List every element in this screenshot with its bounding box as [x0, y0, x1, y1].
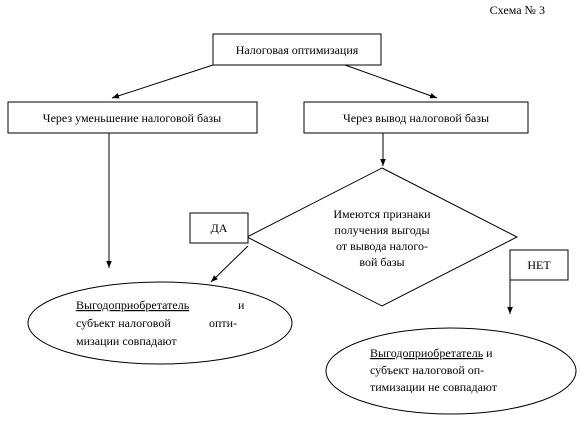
result-match-line-2: субъект налоговой опти-: [76, 316, 237, 330]
no-label-node: НЕТ: [509, 249, 569, 281]
arrow-root-to-left: [111, 64, 214, 99]
decision-line-2: получения выгоды: [334, 223, 429, 237]
right-branch-label: Через вывод налоговой базы: [343, 111, 489, 125]
decision-line-4: вой базы: [359, 255, 404, 269]
left-branch-label: Через уменьшение налоговой базы: [43, 111, 221, 125]
result-match-line-3: мизации совпадают: [76, 334, 177, 348]
scheme-label: Схема № 3: [490, 3, 545, 17]
decision-line-1: Имеются признаки: [333, 207, 431, 221]
no-label: НЕТ: [527, 258, 551, 272]
yes-label-node: ДА: [189, 212, 249, 244]
arrow-yes-to-result: [210, 245, 249, 283]
result-nomatch-node: Выгодоприобретатель и субъект налоговой …: [325, 327, 577, 415]
yes-label: ДА: [211, 221, 228, 235]
result-match-line-1: Выгодоприобретатель и: [76, 298, 245, 312]
right-branch-node: Через вывод налоговой базы: [303, 101, 529, 134]
result-nomatch-line-1: Выгодоприобретатель и: [370, 346, 493, 360]
decision-node: Имеются признаки получения выгоды от выв…: [245, 167, 519, 307]
left-branch-node: Через уменьшение налоговой базы: [7, 101, 258, 134]
result-match-node: Выгодоприобретатель и субъект налоговой …: [27, 281, 293, 365]
result-nomatch-line-2: субъект налоговой оп-: [370, 363, 484, 377]
decision-line-3: от вывода налого-: [336, 239, 428, 253]
root-node: Налоговая оптимизация: [212, 33, 382, 66]
result-nomatch-line-3: тимизации не совпадают: [370, 380, 498, 394]
root-node-label: Налоговая оптимизация: [236, 43, 359, 57]
arrow-root-to-right: [344, 64, 438, 99]
